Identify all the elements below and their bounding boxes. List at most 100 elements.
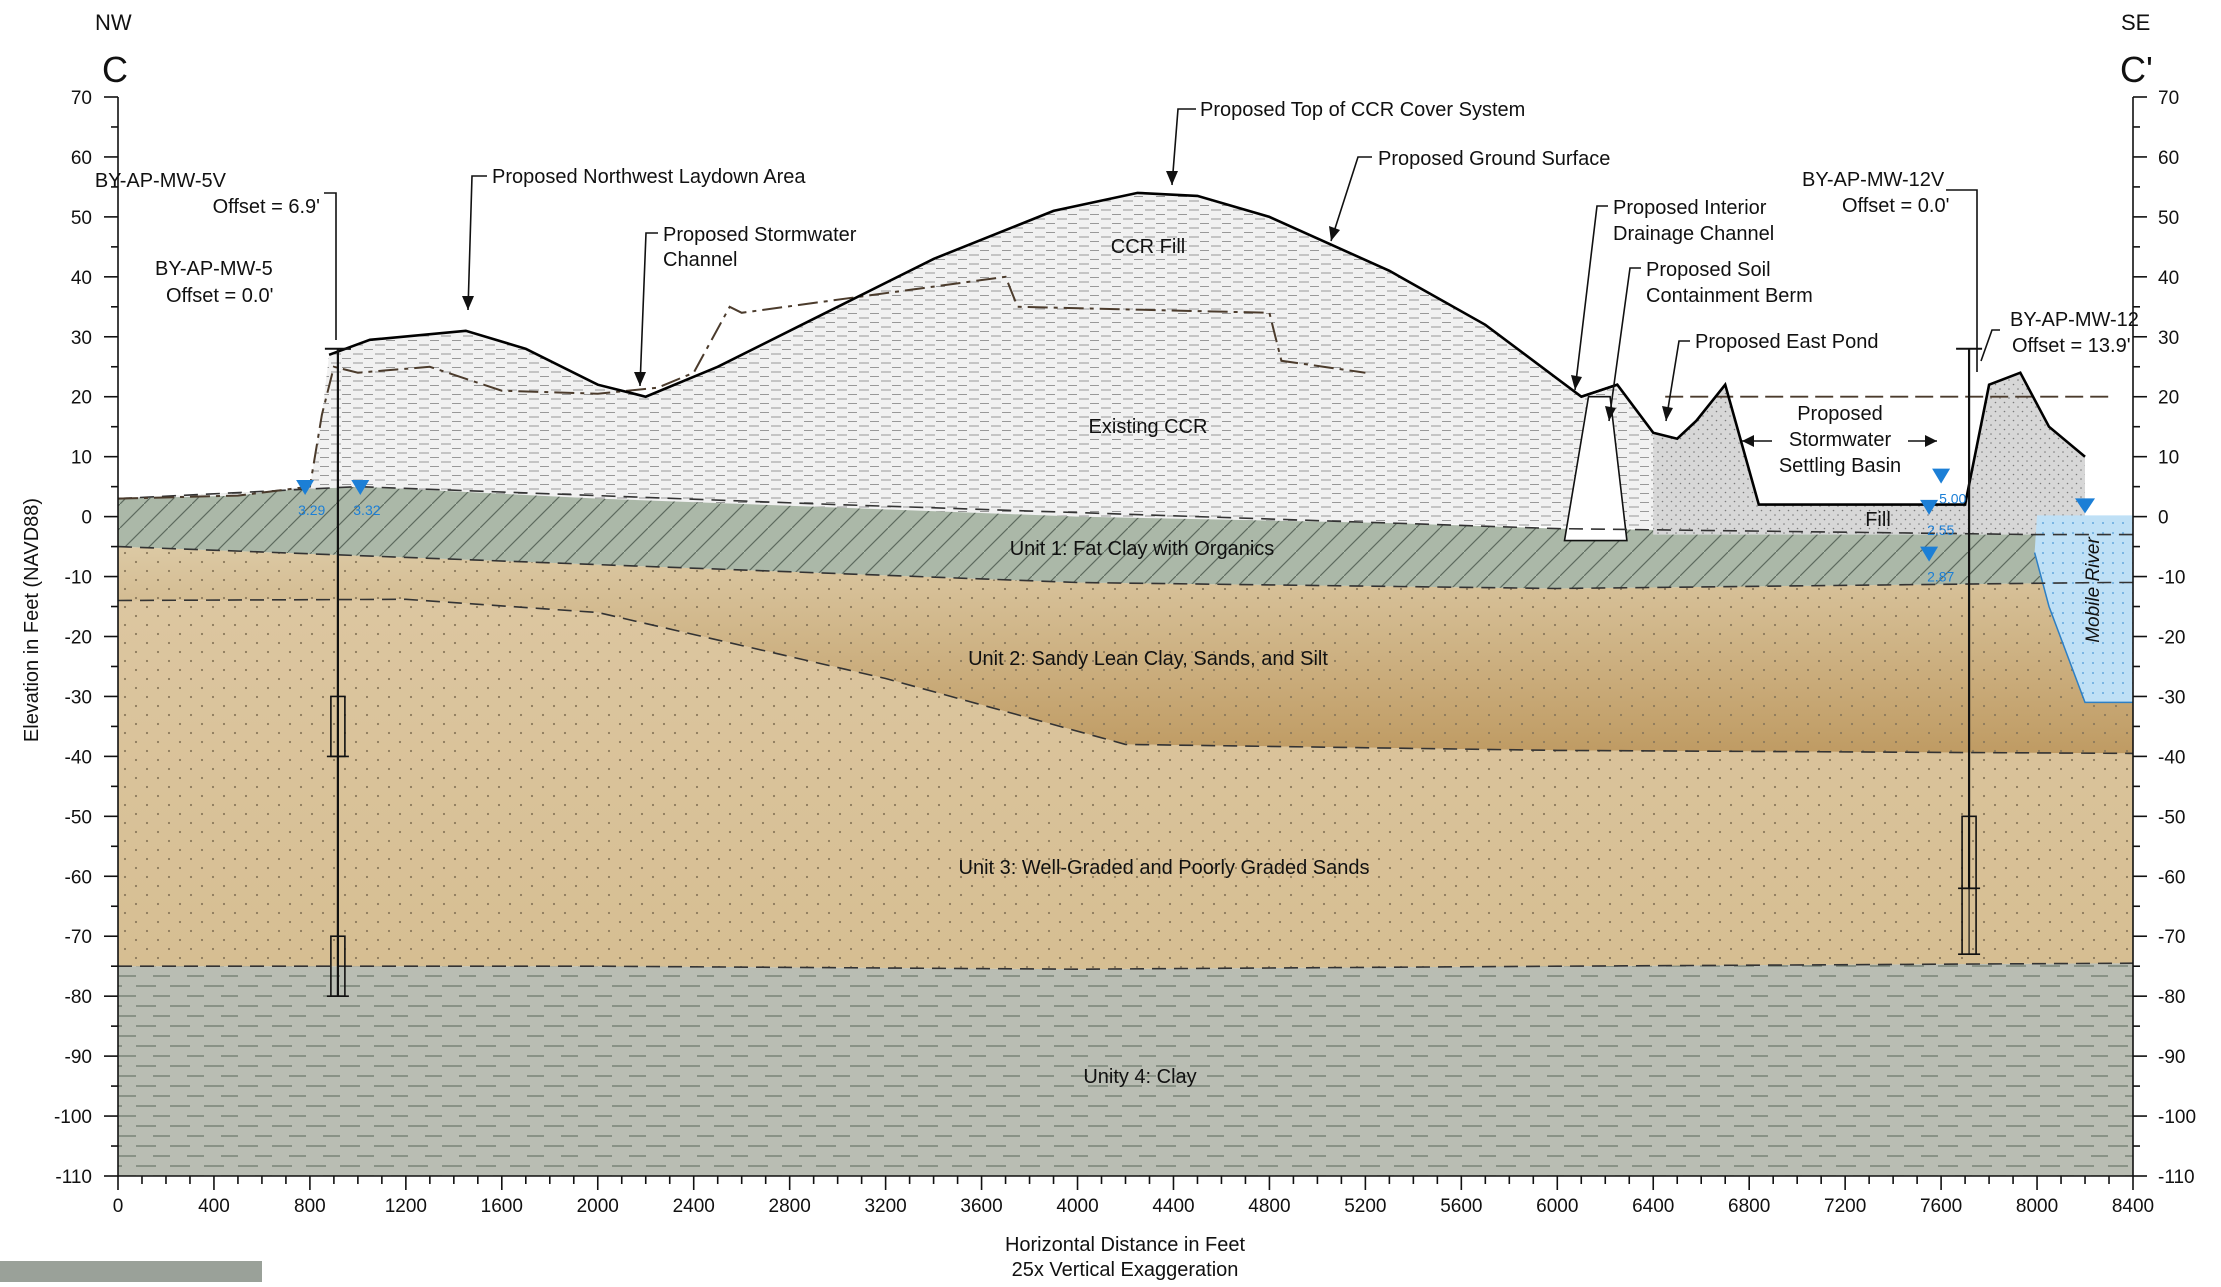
y-tick-label-right: 10: [2158, 448, 2179, 469]
water-level-value: 3.32: [353, 502, 380, 518]
y-tick-label-right: 60: [2158, 148, 2179, 169]
y-tick-label-left: -60: [65, 867, 92, 888]
well-mw5-offset: Offset = 0.0': [166, 285, 273, 307]
section-end-letter: C': [2120, 49, 2153, 90]
x-tick-label: 800: [294, 1196, 326, 1217]
water-level-triangle: [1932, 468, 1951, 484]
x-axis-label: Horizontal Distance in Feet: [1005, 1234, 1246, 1256]
x-tick-label: 3200: [864, 1196, 906, 1217]
axes: [104, 96, 2147, 1190]
water-level-value: 3.29: [298, 502, 325, 518]
monitoring-wells: [324, 347, 1983, 997]
well-mw12v-name: BY-AP-MW-12V: [1802, 169, 1945, 191]
callout-drainage-2: Drainage Channel: [1613, 223, 1774, 245]
callout-drainage-1: Proposed Interior: [1613, 197, 1767, 219]
callout-ground-surface: Proposed Ground Surface: [1378, 148, 1610, 170]
river-label: Mobile River: [2083, 537, 2104, 643]
y-tick-label-right: -60: [2158, 867, 2185, 888]
water-level-triangle: [296, 480, 315, 496]
water-level-value: 2.87: [1927, 569, 1954, 585]
x-tick-label: 2000: [577, 1196, 619, 1217]
section-start-letter: C: [102, 49, 128, 90]
x-tick-label: 3600: [960, 1196, 1002, 1217]
fill-dots: [1653, 372, 2085, 535]
x-tick-label: 0: [113, 1196, 124, 1217]
callouts: Proposed Top of CCR Cover System Propose…: [95, 99, 2139, 477]
x-tick-label: 2400: [673, 1196, 715, 1217]
water-level-value: 2.55: [1927, 522, 1954, 538]
y-tick-label-right: -100: [2158, 1107, 2196, 1128]
y-tick-label-left: -90: [65, 1047, 92, 1068]
x-tick-label: 1200: [385, 1196, 427, 1217]
y-tick-label-left: 10: [71, 448, 92, 469]
unit1-hatch: [118, 486, 2133, 589]
x-tick-label: 5600: [1440, 1196, 1482, 1217]
y-tick-label-left: -70: [65, 927, 92, 948]
y-tick-label-left: 70: [71, 88, 92, 109]
y-tick-label-right: -90: [2158, 1047, 2185, 1068]
y-tick-label-left: 20: [71, 388, 92, 409]
x-tick-label: 2800: [769, 1196, 811, 1217]
y-tick-label-right: -10: [2158, 568, 2185, 589]
callout-basin-1: Proposed: [1797, 403, 1883, 425]
x-tick-label: 6800: [1728, 1196, 1770, 1217]
callout-berm-2: Containment Berm: [1646, 285, 1813, 307]
x-tick-label: 400: [198, 1196, 230, 1217]
existing-ccr-label: Existing CCR: [1089, 416, 1208, 438]
callout-sw-channel-2: Channel: [663, 249, 738, 271]
water-level-triangle: [1920, 499, 1939, 515]
proposed-cover-line: [328, 191, 1618, 399]
geologic-layers: [117, 191, 2134, 1176]
existing-ground-line: [117, 275, 1366, 500]
y-tick-label-left: 50: [71, 208, 92, 229]
ccr-hatch: [118, 192, 1654, 529]
y-tick-label-right: 70: [2158, 88, 2179, 109]
x-tick-label: 6000: [1536, 1196, 1578, 1217]
water-level-value: 5.00: [1939, 491, 1966, 507]
x-tick-label: 6400: [1632, 1196, 1674, 1217]
y-tick-label-right: -40: [2158, 747, 2185, 768]
y-tick-label-left: -10: [65, 568, 92, 589]
y-tick-label-right: -70: [2158, 927, 2185, 948]
leader-lines: [324, 108, 2000, 442]
callout-top-cover: Proposed Top of CCR Cover System: [1200, 99, 1525, 121]
x-tick-label: 7200: [1824, 1196, 1866, 1217]
leader-arrowheads: [462, 171, 1937, 447]
unit4-label: Unity 4: Clay: [1083, 1066, 1196, 1088]
y-tick-label-right: 40: [2158, 268, 2179, 289]
y-tick-label-left: -30: [65, 687, 92, 708]
unit3-dots: [118, 599, 2133, 970]
well-mw5v-name: BY-AP-MW-5V: [95, 170, 227, 192]
x-tick-label: 4800: [1248, 1196, 1290, 1217]
x-tick-label: 7600: [1920, 1196, 1962, 1217]
water-level-markers: 3.29 3.32 5.00 2.55 2.87: [296, 468, 2096, 585]
y-tick-label-right: -110: [2158, 1167, 2195, 1188]
unit2-bottom-contact: [117, 598, 2134, 755]
river-level-triangle: [2075, 498, 2096, 514]
well-mw12-name: BY-AP-MW-12: [2010, 309, 2139, 331]
y-tick-label-right: -20: [2158, 628, 2185, 649]
y-tick-label-right: 50: [2158, 208, 2179, 229]
y-tick-label-left: 60: [71, 148, 92, 169]
river-bank: [2033, 552, 2133, 704]
x-tick-label: 4000: [1056, 1196, 1098, 1217]
y-tick-label-left: -20: [65, 628, 92, 649]
callout-basin-3: Settling Basin: [1779, 455, 1901, 477]
vertical-exaggeration: 25x Vertical Exaggeration: [1012, 1259, 1239, 1281]
unit2-label: Unit 2: Sandy Lean Clay, Sands, and Silt: [968, 648, 1328, 670]
callout-sw-channel-1: Proposed Stormwater: [663, 224, 857, 246]
y-tick-label-left: -110: [55, 1167, 92, 1188]
proposed-berm-line: [1580, 371, 2086, 506]
river-dots: [2034, 515, 2133, 703]
x-tick-label: 8400: [2112, 1196, 2154, 1217]
unit2-dots: [118, 546, 2133, 754]
ccr-fill-label: CCR Fill: [1111, 236, 1185, 258]
callout-berm-1: Proposed Soil: [1646, 259, 1771, 281]
y-tick-label-left: -80: [65, 987, 92, 1008]
x-tick-label: 5200: [1344, 1196, 1386, 1217]
y-tick-label-left: 30: [71, 328, 92, 349]
well-mw5v-offset: Offset = 6.9': [213, 196, 320, 218]
fill-label: Fill: [1865, 509, 1891, 531]
